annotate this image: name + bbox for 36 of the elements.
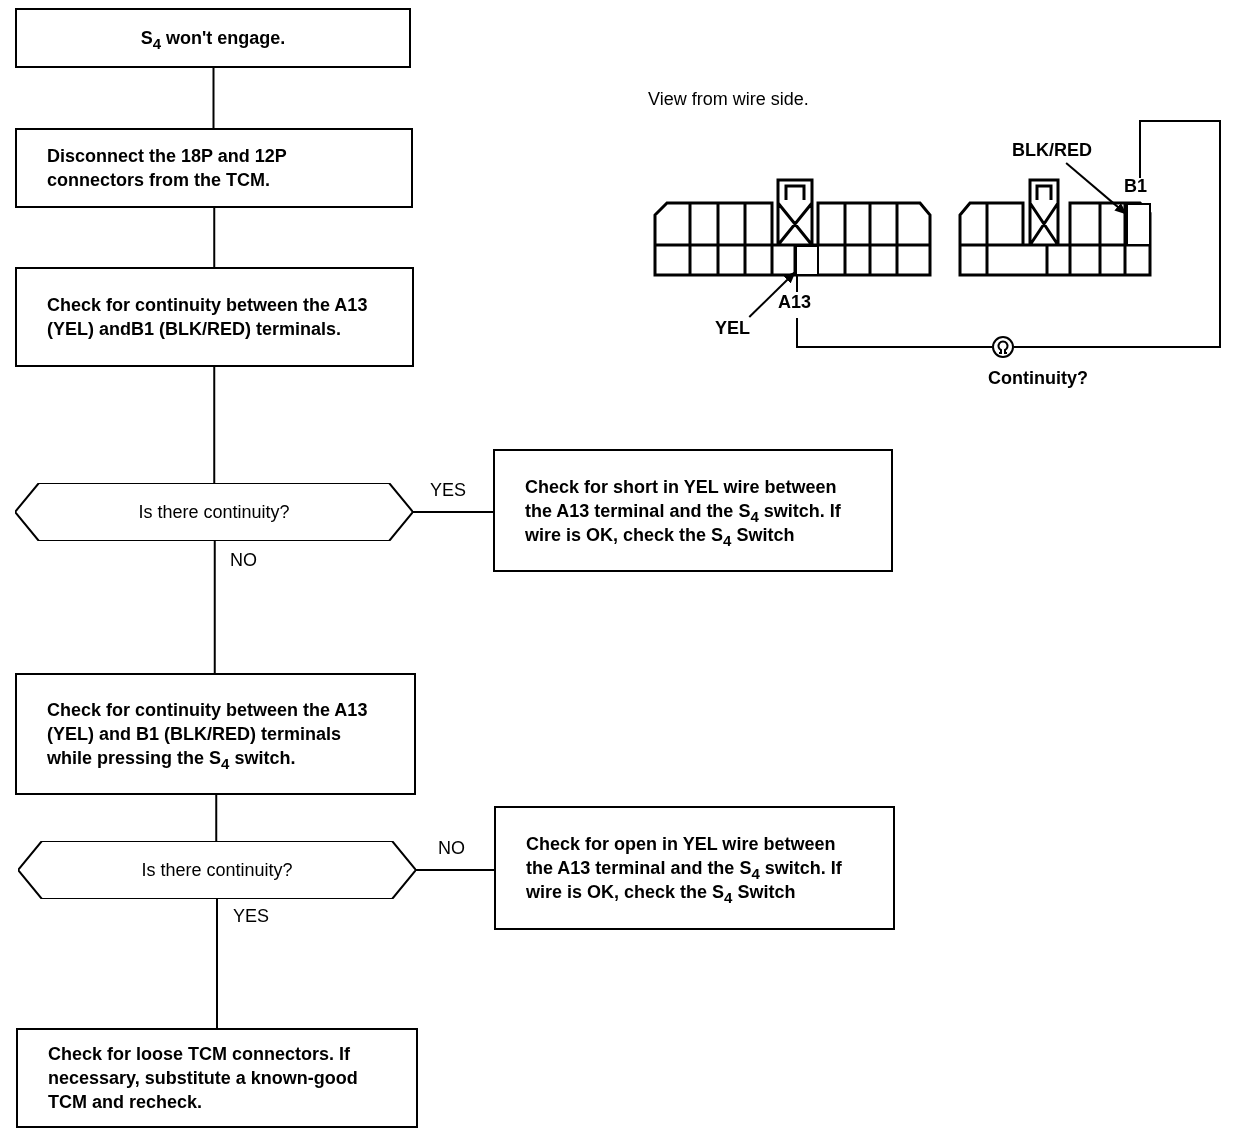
- question-text: Is there continuity?: [141, 859, 293, 882]
- question-text: Is there continuity?: [138, 501, 290, 524]
- connector-line: [212, 67, 215, 129]
- wire-color-label: YEL: [715, 317, 759, 341]
- terminal-pin: [795, 245, 819, 276]
- process-box: [15, 8, 411, 68]
- process-box: [494, 806, 895, 930]
- measurement-label: Continuity?: [988, 368, 1088, 389]
- terminal-label: B1: [1124, 176, 1147, 197]
- connector-line: [213, 540, 216, 674]
- step-text: Check for open in YEL wire between the A13 terminal and the S$_{4}$ switch. If wire is OK, check the S$_{4}$ Switch: [526, 833, 843, 904]
- wire-color-label: BLK/RED: [1012, 139, 1092, 163]
- process-box: [15, 673, 416, 795]
- process-box: [15, 267, 414, 367]
- leader-arrow: [1065, 162, 1127, 215]
- process-box: [493, 449, 893, 572]
- step-text: Check for continuity between the A13 (YEL) and B1 (BLK/RED) terminals while pressing the S$_{4}$ switch.: [47, 699, 369, 770]
- step-text: Disconnect the 18P and 12P connectors from the TCM.: [47, 145, 288, 192]
- terminal-label: A13: [778, 292, 812, 313]
- process-box: [15, 128, 413, 208]
- connector-line: [213, 207, 216, 268]
- process-box: [16, 1028, 418, 1128]
- step-text: Check for loose TCM connectors. If necessary, substitute a known-good TCM and recheck.: [48, 1043, 359, 1114]
- step-text: Check for short in YEL wire between the A13 terminal and the S$_{4}$ switch. If wire is OK, check the S$_{4}$ Switch: [525, 475, 842, 547]
- connector-line: [213, 366, 216, 484]
- connector-line: [412, 511, 494, 513]
- decision-hexagon: [18, 841, 416, 899]
- connector-line: [216, 898, 218, 1029]
- terminal-pin: [1126, 203, 1151, 246]
- decision-hexagon: [15, 483, 413, 541]
- step-text: S$_{4}$ won't engage.: [140, 27, 286, 50]
- step-text: Check for continuity between the A13 (YEL) andB1 (BLK/RED) terminals.: [47, 294, 369, 341]
- connector-line: [415, 869, 495, 871]
- connector-line: [215, 794, 218, 842]
- view-note: View from wire side.: [648, 89, 809, 110]
- leader-arrow: [748, 271, 796, 318]
